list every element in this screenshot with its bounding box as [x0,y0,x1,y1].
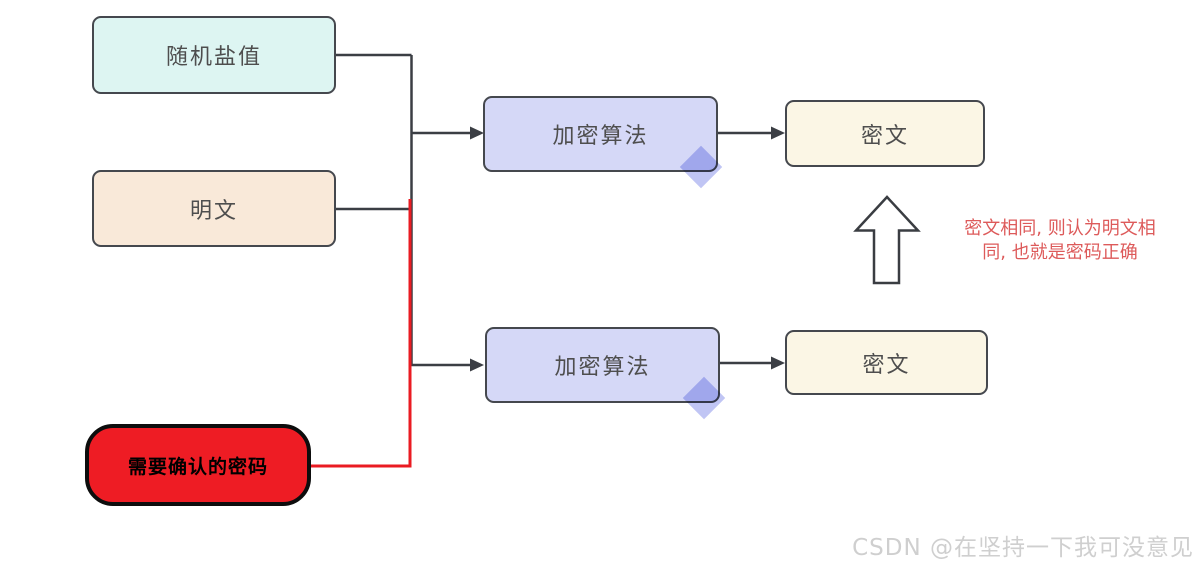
node-encrypt-algorithm-top-label: 加密算法 [552,124,649,149]
comparison-annotation-line2: 同, 也就是密码正确 [982,242,1138,263]
node-random-salt[interactable]: 随机盐值 [92,16,336,94]
node-ciphertext-bottom-label: 密文 [862,352,911,378]
node-ciphertext-top-label: 密文 [860,123,909,149]
node-password-to-confirm-label: 需要确认的密码 [127,455,268,478]
node-random-salt-label: 随机盐值 [165,45,262,70]
node-ciphertext-top[interactable]: 密文 [785,100,985,167]
node-password-to-confirm[interactable]: 需要确认的密码 [85,424,311,506]
csdn-watermark: CSDN @在坚持一下我可没意见 [852,535,1194,561]
node-plaintext[interactable]: 明文 [92,170,336,247]
compare-up-arrow-icon [853,195,921,285]
node-encrypt-algorithm-top[interactable]: 加密算法 [483,96,718,172]
node-plaintext-label: 明文 [189,198,238,224]
comparison-annotation: 密文相同, 则认为明文相 同, 也就是密码正确 [935,217,1185,265]
comparison-annotation-line1: 密文相同, 则认为明文相 [964,218,1156,239]
wire-password-highlight [310,199,412,468]
node-encrypt-algorithm-bottom-label: 加密算法 [554,355,651,380]
arrowhead-cipher-top [771,126,785,140]
node-encrypt-algorithm-bottom[interactable]: 加密算法 [485,327,720,403]
arrowhead-encrypt-top [470,126,484,140]
arrowhead-cipher-bottom [771,356,785,370]
arrowhead-encrypt-bottom [470,358,484,372]
node-ciphertext-bottom[interactable]: 密文 [785,330,988,395]
